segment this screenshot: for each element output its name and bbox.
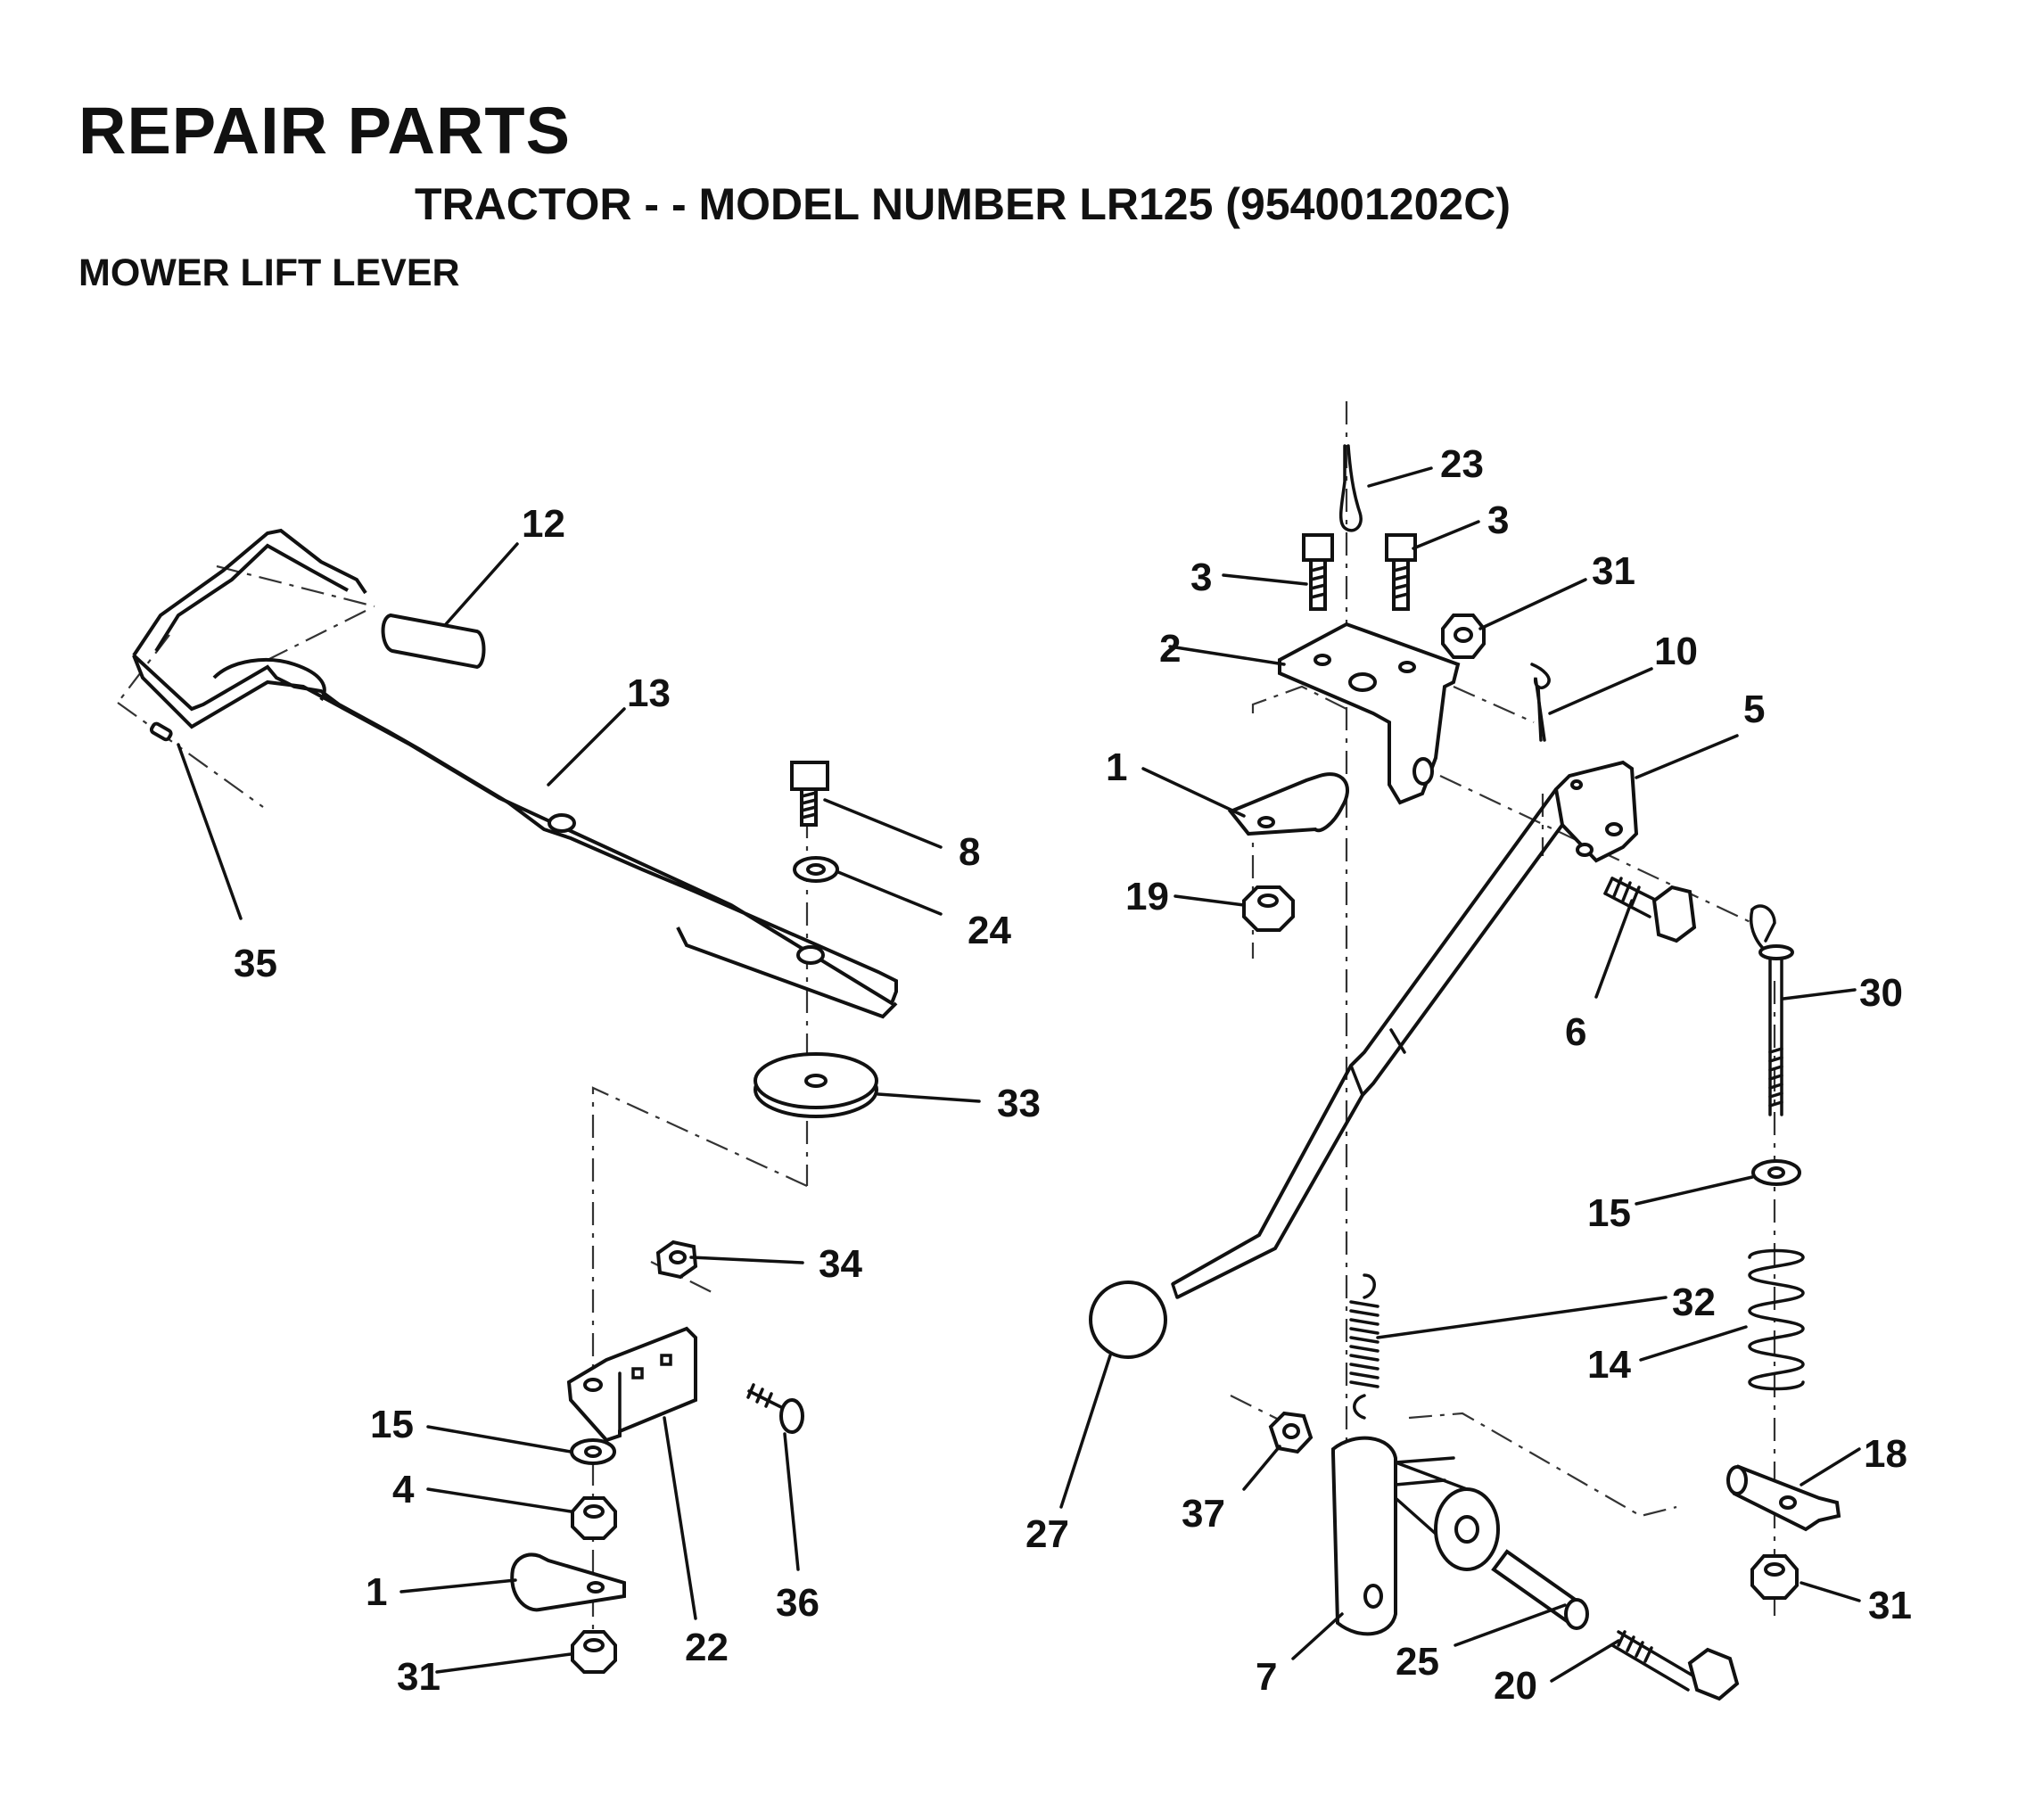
callout-labels: 12 13 35 8 24 33 34 15 4 1 31 22 36 23 3… — [234, 442, 1912, 1708]
hex-nut-31-left — [571, 1630, 617, 1674]
clip-top — [1227, 772, 1349, 836]
callout-7: 7 — [1256, 1655, 1277, 1699]
callout-25: 25 — [1396, 1640, 1439, 1684]
hex-nut-4 — [571, 1496, 617, 1540]
roll-pin — [149, 721, 173, 742]
cotter-pin-23 — [1338, 444, 1363, 532]
extension-spring — [1349, 1273, 1379, 1420]
callout-36: 36 — [776, 1581, 819, 1625]
callout-2: 2 — [1159, 627, 1181, 671]
lever-knob — [1089, 1281, 1167, 1359]
large-washer — [754, 1052, 878, 1118]
hex-bolt-20 — [1610, 1630, 1740, 1701]
clip-left — [510, 1552, 626, 1612]
callout-31-right: 31 — [1868, 1584, 1912, 1627]
spacer-tube — [1491, 1549, 1589, 1630]
callout-18: 18 — [1864, 1432, 1907, 1476]
callout-12: 12 — [522, 502, 565, 546]
cotter-pin-10 — [1530, 663, 1551, 742]
callout-15-right: 15 — [1587, 1191, 1631, 1235]
callout-32: 32 — [1672, 1281, 1716, 1324]
washer-15-right — [1751, 1159, 1801, 1186]
callout-22: 22 — [685, 1626, 729, 1669]
shoulder-bolt — [1603, 877, 1697, 943]
callout-6: 6 — [1565, 1010, 1586, 1054]
lift-handle — [132, 528, 898, 1019]
callout-34: 34 — [819, 1242, 862, 1286]
callout-3-right: 3 — [1487, 498, 1509, 542]
callout-33: 33 — [997, 1082, 1041, 1125]
callout-27: 27 — [1025, 1512, 1069, 1556]
callout-13: 13 — [627, 671, 671, 715]
bolt-8 — [790, 761, 829, 827]
carriage-bolt — [746, 1383, 804, 1434]
eye-bolt — [1750, 904, 1794, 1116]
handle-grip — [381, 613, 486, 670]
hex-nut-37 — [1268, 1411, 1314, 1454]
callout-1-left: 1 — [366, 1570, 387, 1614]
lift-lever — [1171, 760, 1639, 1299]
callout-10: 10 — [1654, 630, 1698, 673]
callout-24: 24 — [968, 909, 1011, 952]
callout-3-left: 3 — [1190, 556, 1212, 599]
hex-nut-31-top — [1441, 614, 1486, 659]
section-heading: MOWER LIFT LEVER — [78, 251, 460, 294]
leader-lines — [177, 466, 1861, 1683]
callout-20: 20 — [1494, 1664, 1537, 1708]
pivot-bracket — [1278, 622, 1461, 805]
callout-19: 19 — [1125, 875, 1169, 918]
pivot-shaft-plate — [1331, 1436, 1500, 1636]
callout-4: 4 — [392, 1468, 415, 1511]
compression-spring — [1748, 1248, 1805, 1391]
washer-15-left — [570, 1438, 616, 1465]
page-title: REPAIR PARTS — [78, 94, 571, 168]
callout-5: 5 — [1743, 688, 1765, 731]
hex-nut-34 — [655, 1239, 698, 1280]
mount-bracket — [566, 1326, 697, 1443]
hex-nut-19 — [1242, 885, 1295, 932]
callout-14: 14 — [1587, 1343, 1631, 1387]
model-subtitle: TRACTOR - - MODEL NUMBER LR125 (95400120… — [415, 179, 1511, 229]
bolts-3 — [1302, 533, 1417, 611]
lock-washer — [793, 856, 839, 883]
callout-1-top: 1 — [1106, 745, 1127, 789]
callout-15-left: 15 — [370, 1403, 414, 1446]
pivot-pin — [1726, 1464, 1841, 1532]
callout-8: 8 — [959, 830, 980, 874]
callout-35: 35 — [234, 942, 277, 985]
callout-30: 30 — [1859, 971, 1903, 1015]
hex-nut-31-right — [1750, 1554, 1799, 1600]
callout-37: 37 — [1182, 1492, 1225, 1536]
callout-31-top: 31 — [1592, 549, 1635, 593]
callout-23: 23 — [1440, 442, 1484, 486]
callout-31-left: 31 — [397, 1655, 441, 1699]
